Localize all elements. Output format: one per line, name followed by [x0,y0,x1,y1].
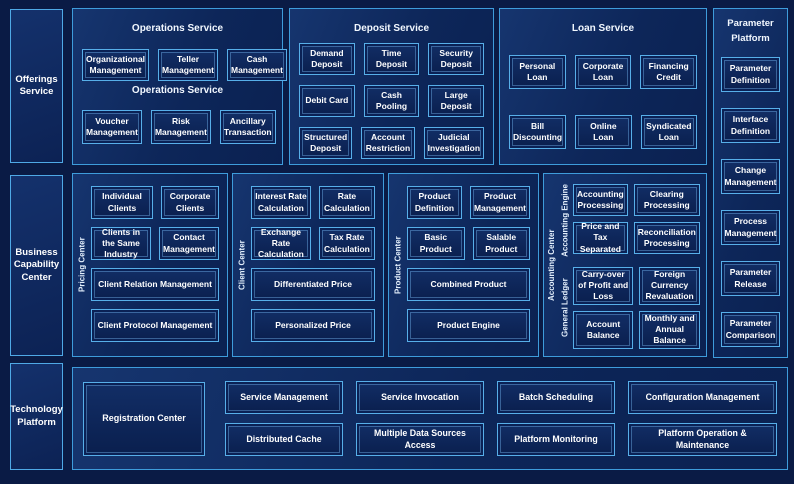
client-center-vertical-label: Client Center [237,240,247,290]
panel-title-line1: Parameter [727,18,774,29]
block: Differentiated Price [251,268,375,301]
sidebar-item-business-capability-center: Business Capability Center [10,175,63,356]
pricing-center-vertical-label: Pricing Center [77,237,87,293]
sidebar-item-offerings-service: Offerings Service [10,9,63,163]
block: Judicial Investigation [423,127,485,159]
block: Monthly and Annual Balance [639,310,700,349]
block: Client Protocol Management [91,309,219,342]
block: Distributed Cache [225,423,343,456]
deposit-row-1: Demand Deposit Time Deposit Security Dep… [290,43,493,75]
block: Exchange Rate Calculation [251,227,311,260]
panel-title: Deposit Service [353,23,430,34]
block: Configuration Management [628,381,777,414]
deposit-service-panel: Deposit Service Demand Deposit Time Depo… [289,8,494,165]
pricing-center-panel: Pricing Center Individual Clients Corpor… [72,173,228,357]
block: Corporate Loan [574,55,632,89]
block: Product Definition [407,186,463,219]
block: Product Engine [407,309,530,342]
accounting-engine-group: Accounting Engine Accounting Processing … [559,184,700,257]
block: Account Restriction [361,127,415,159]
operations-row-2: Voucher Management Risk Management Ancil… [73,110,282,144]
block: Individual Clients [91,186,153,219]
block: Corporate Clients [161,186,219,219]
block: Combined Product [407,268,530,301]
block: Interface Definition [721,108,780,143]
block: Demand Deposit [299,43,355,75]
block: Carry-over of Profit and Loss [573,266,634,305]
block: Voucher Management [82,110,142,144]
block: Syndicated Loan [640,115,698,149]
technology-platform-panel: Registration Center Service Management S… [72,367,788,470]
accounting-engine-vertical-label: Accounting Engine [560,184,570,257]
block: Structured Deposit [299,127,353,159]
block: Clients in the Same Industry [91,227,152,260]
operations-row-1: Organizational Management Teller Managem… [73,49,287,81]
block: Organizational Management [82,49,150,81]
deposit-row-2: Debit Card Cash Pooling Large Deposit [290,85,493,117]
block: Basic Product [407,227,465,260]
block: Interest Rate Calculation [251,186,311,219]
block: Personal Loan [509,55,566,89]
block: Time Deposit [363,43,420,75]
block: Cash Pooling [363,85,420,117]
product-center-vertical-label: Product Center [393,236,403,294]
block: Financing Credit [640,55,698,89]
general-ledger-group: General Ledger Carry-over of Profit and … [559,266,700,349]
block: Multiple Data Sources Access [356,423,484,456]
loan-service-panel: Loan Service Personal Loan Corporate Loa… [499,8,707,165]
block: Teller Management [158,49,218,81]
block: Service Invocation [356,381,484,414]
block: Product Management [470,186,530,219]
deposit-row-3: Structured Deposit Account Restriction J… [290,127,493,159]
block: Account Balance [573,310,634,349]
panel-mid-label: Operations Service [131,85,224,96]
block: Salable Product [472,227,530,260]
block: Debit Card [299,85,355,117]
operations-service-panel: Operations Service Organizational Manage… [72,8,287,165]
registration-center-block: Registration Center [83,382,205,456]
product-center-panel: Product Center Product Definition Produc… [388,173,539,357]
block: Security Deposit [428,43,485,75]
block: Change Management [721,159,780,194]
block: Parameter Release [721,261,780,296]
block: Online Loan [575,115,632,149]
block: Batch Scheduling [497,381,615,414]
block: Cash Management [227,49,287,81]
block: Tax Rate Calculation [318,227,375,260]
block: Platform Monitoring [497,423,615,456]
block: Large Deposit [428,85,485,117]
block: Risk Management [150,110,211,144]
accounting-center-vertical-label: Accounting Center [547,229,557,301]
block: Reconciliation Processing [633,222,700,254]
block: Service Management [225,381,343,414]
block: Rate Calculation [318,186,375,219]
client-center-panel: Client Center Interest Rate Calculation … [232,173,384,357]
parameter-boxes: Parameter Definition Interface Definitio… [714,45,787,347]
block: Foreign Currency Revaluation [639,266,700,305]
block: Accounting Processing [573,184,628,216]
block: Parameter Comparison [721,312,780,347]
parameter-platform-panel: Parameter Platform Parameter Definition … [713,8,788,358]
block: Contact Management [159,227,219,260]
block: Platform Operation & Maintenance [628,423,777,456]
block: Personalized Price [251,309,375,342]
accounting-center-panel: Accounting Center Accounting Engine Acco… [543,173,707,357]
block: Client Relation Management [91,268,219,301]
panel-title: Operations Service [131,23,224,34]
panel-title: Loan Service [571,23,635,34]
panel-title-line2: Platform [731,33,770,44]
block: Process Management [721,210,780,245]
block: Price and Tax Separated [573,221,628,254]
loan-row-2: Bill Discounting Online Loan Syndicated … [500,115,706,149]
block: Parameter Definition [721,57,780,92]
block: Bill Discounting [509,115,567,149]
block: Ancillary Transaction [219,110,276,144]
block: Clearing Processing [633,184,700,216]
sidebar-item-technology-platform: Technology Platform [10,363,63,470]
general-ledger-vertical-label: General Ledger [560,278,570,338]
loan-row-1: Personal Loan Corporate Loan Financing C… [500,55,706,89]
